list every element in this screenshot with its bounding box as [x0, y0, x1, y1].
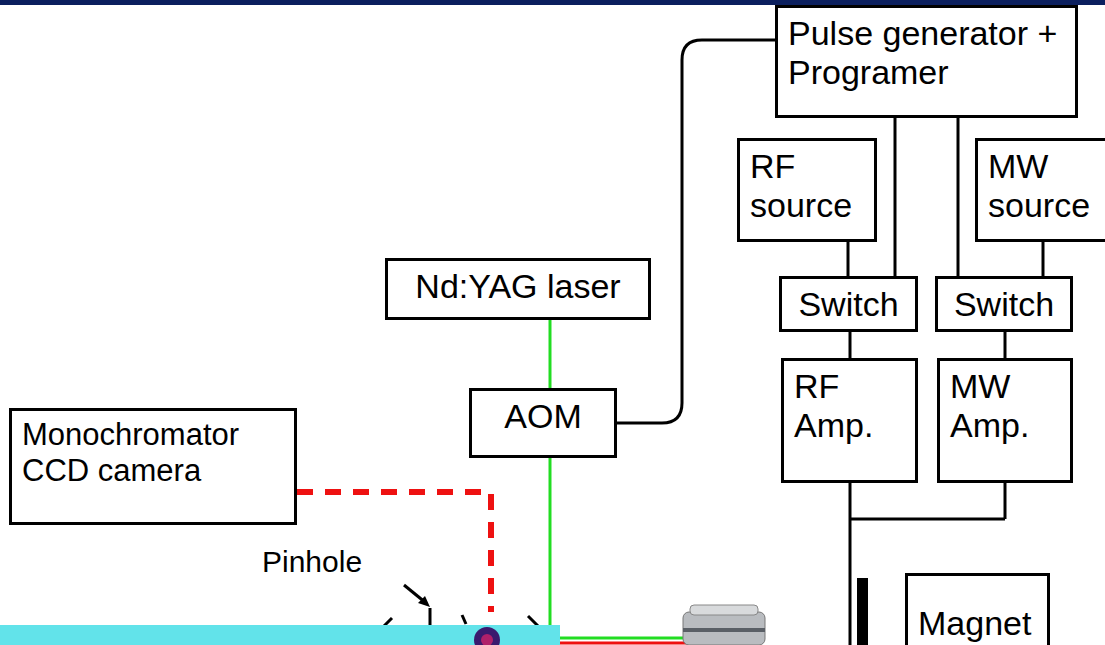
pl-beam — [560, 642, 690, 645]
nv-spot-core — [481, 634, 493, 645]
box-label: Switch — [948, 285, 1060, 324]
box-label: MW Amp. — [950, 367, 1060, 445]
part-label: Pinhole — [262, 545, 362, 579]
mw-source-box: MW source — [975, 138, 1105, 242]
switch-box: Switch — [779, 276, 918, 332]
magnet-box: Magnet — [905, 573, 1050, 645]
box-label: Pulse generator + Programer — [788, 14, 1065, 92]
rf-source-box: RF source — [737, 138, 877, 242]
leader-arrow — [418, 596, 430, 607]
aom-box: AOM — [469, 388, 617, 458]
laser-box: Nd:YAG laser — [385, 258, 651, 320]
box-label: Magnet — [918, 604, 1037, 643]
box-label: AOM — [482, 397, 604, 436]
signal-wire — [1042, 242, 1045, 276]
laser-beam — [549, 458, 552, 645]
mw-wire — [1004, 483, 1007, 519]
signal-wire — [957, 118, 960, 276]
combine-wire — [850, 518, 1005, 521]
rf-wire — [849, 483, 852, 645]
objective-lens — [690, 605, 758, 615]
laser-beam — [549, 320, 552, 388]
box-label: RF source — [750, 147, 864, 225]
box-label: Switch — [792, 285, 905, 324]
lens-mark — [462, 615, 466, 624]
signal-wire — [847, 242, 850, 276]
signal-wire — [849, 332, 852, 358]
nv-spot — [474, 627, 500, 645]
signal-wire — [894, 118, 897, 276]
box-label: RF Amp. — [794, 367, 905, 445]
box-label: Nd:YAG laser — [398, 267, 638, 306]
laser-beam — [560, 637, 690, 640]
box-label: Monochromator CCD camera — [22, 417, 284, 488]
switch-box: Switch — [935, 276, 1073, 332]
objective-lens — [683, 612, 765, 645]
pulse-generator-box: Pulse generator + Programer — [775, 5, 1078, 118]
lens-mark — [528, 616, 538, 626]
box-label: MW source — [988, 147, 1102, 225]
rf-amp-box: RF Amp. — [781, 358, 918, 483]
mw-amp-box: MW Amp. — [937, 358, 1073, 483]
sample-plate — [857, 578, 868, 645]
detector-box: Monochromator CCD camera — [9, 408, 297, 525]
signal-wire — [1004, 332, 1007, 358]
objective-band — [683, 628, 765, 632]
